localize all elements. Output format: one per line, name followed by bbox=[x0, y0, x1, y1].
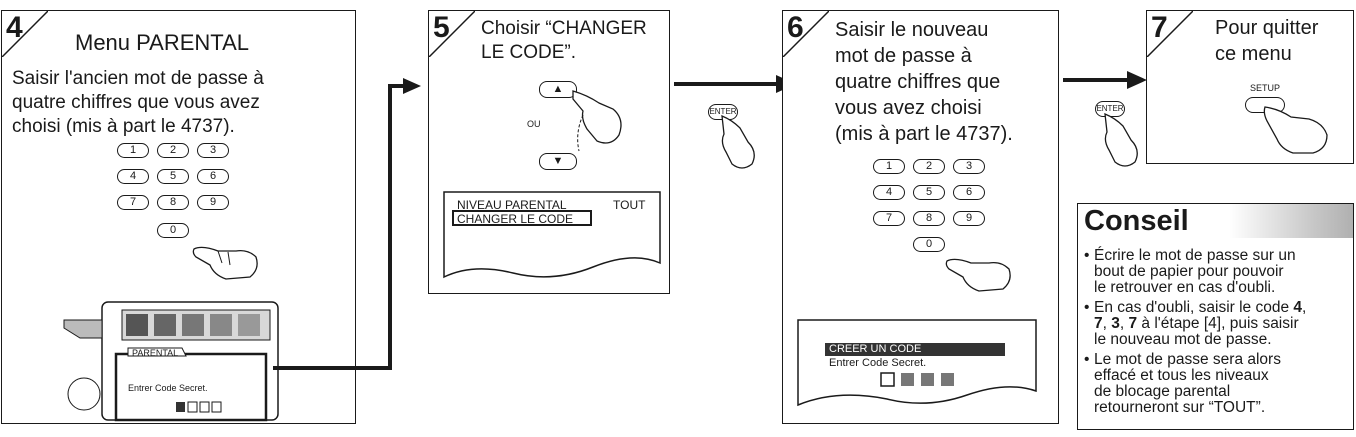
key-9[interactable]: 9 bbox=[197, 195, 229, 210]
conseil-title: Conseil bbox=[1084, 205, 1189, 237]
conseil-tip-3-line-4: retourneront sur “TOUT”. bbox=[1094, 399, 1266, 416]
up-arrow-key[interactable]: ▲ bbox=[539, 81, 577, 98]
step-6-text: Saisir le nouveau mot de passe à quatre … bbox=[835, 17, 1013, 147]
step-4-title: Menu PARENTAL bbox=[75, 30, 250, 55]
step-5-line-1: Choisir “CHANGER bbox=[481, 18, 647, 39]
step-4-screen-prompt: Entrer Code Secret. bbox=[128, 383, 208, 393]
step-5-line-2: LE CODE”. bbox=[481, 42, 577, 63]
conseil-header: Conseil bbox=[1078, 204, 1353, 238]
step-5-corner bbox=[429, 11, 475, 57]
conseil-tip-2-line-3: le nouveau mot de passe. bbox=[1094, 331, 1272, 348]
conseil-tip-3-line-2: effacé et tous les niveaux bbox=[1094, 367, 1269, 384]
step-6-line-1: Saisir le nouveau bbox=[835, 19, 989, 41]
key-1[interactable]: 1 bbox=[873, 159, 905, 174]
key-6[interactable]: 6 bbox=[197, 169, 229, 184]
step-5-number: 5 bbox=[433, 11, 450, 44]
step-5-row1-label: NIVEAU PARENTAL bbox=[457, 198, 567, 212]
step-4-number: 4 bbox=[6, 11, 23, 44]
conseil-tip-2-line-1: En cas d'oubli, saisir le code 4, bbox=[1094, 299, 1307, 316]
key-3[interactable]: 3 bbox=[197, 143, 229, 158]
step-7-corner bbox=[1147, 11, 1193, 57]
step-4-line-2: quatre chiffres que vous avez bbox=[12, 92, 260, 113]
setup-key-label: SETUP bbox=[1250, 83, 1281, 93]
step-7-number: 7 bbox=[1151, 11, 1168, 44]
step-4-line-3: choisi (mis à part le 4737). bbox=[12, 116, 235, 137]
pointing-hand-icon bbox=[192, 246, 258, 280]
step-6-line-2: mot de passe à bbox=[835, 45, 972, 67]
pointing-hand-icon bbox=[721, 114, 755, 169]
key-8[interactable]: 8 bbox=[913, 211, 945, 226]
conseil-tip-1-line-1: Écrire le mot de passe sur un bbox=[1094, 247, 1296, 264]
pointing-hand-icon bbox=[945, 258, 1011, 292]
connector-4-to-5-arrow bbox=[273, 78, 421, 370]
key-1[interactable]: 1 bbox=[117, 143, 149, 158]
conseil-tip-2: • En cas d'oubli, saisir le code 4, 7, 3… bbox=[1084, 300, 1350, 348]
conseil-tip-3: • Le mot de passe sera alors effacé et t… bbox=[1084, 352, 1350, 416]
conseil-tip-1-line-3: le retrouver en cas d'oubli. bbox=[1094, 279, 1276, 296]
step-7-panel: 7 Pour quitter ce menu SETUP bbox=[1146, 10, 1354, 164]
step-7-line-1: Pour quitter bbox=[1215, 17, 1319, 39]
step-4-line-1: Saisir l'ancien mot de passe à bbox=[12, 68, 264, 89]
conseil-tip-1: • Écrire le mot de passe sur un bout de … bbox=[1084, 248, 1350, 296]
step-6-line-3: quatre chiffres que bbox=[835, 71, 1001, 93]
down-arrow-key[interactable]: ▼ bbox=[539, 153, 577, 170]
step-5-text: Choisir “CHANGER LE CODE”. bbox=[481, 17, 647, 65]
step-7-line-2: ce menu bbox=[1215, 43, 1292, 65]
key-0[interactable]: 0 bbox=[157, 223, 189, 238]
conseil-tips: • Écrire le mot de passe sur un bout de … bbox=[1084, 248, 1350, 420]
pointing-hand-icon bbox=[1263, 106, 1328, 154]
pointing-hand-icon bbox=[572, 90, 622, 152]
key-0[interactable]: 0 bbox=[913, 237, 945, 252]
conseil-tip-3-line-3: de blocage parental bbox=[1094, 383, 1231, 400]
step-5-row2-selected[interactable]: CHANGER LE CODE bbox=[457, 212, 574, 226]
connector-6-to-7-arrow bbox=[1063, 71, 1147, 89]
step-6-screen-header: CREER UN CODE bbox=[829, 343, 922, 355]
step-6-panel: 6 Saisir le nouveau mot de passe à quatr… bbox=[782, 10, 1059, 424]
key-8[interactable]: 8 bbox=[157, 195, 189, 210]
step-4-text: Saisir l'ancien mot de passe à quatre ch… bbox=[12, 67, 264, 139]
step-6-number: 6 bbox=[787, 11, 804, 44]
key-2[interactable]: 2 bbox=[157, 143, 189, 158]
key-3[interactable]: 3 bbox=[953, 159, 985, 174]
step-6-line-4: vous avez choisi bbox=[835, 97, 982, 119]
step-4-panel: 4 Menu PARENTAL Saisir l'ancien mot de p… bbox=[1, 10, 356, 424]
step-6-screen bbox=[797, 319, 1037, 407]
conseil-tip-2-line-2: 7, 3, 7 à l'étape [4], puis saisir bbox=[1094, 315, 1299, 332]
key-2[interactable]: 2 bbox=[913, 159, 945, 174]
step-5-row1-value: TOUT bbox=[613, 198, 646, 212]
pointing-hand-icon bbox=[1104, 112, 1138, 167]
step-4-tab-label: PARENTAL bbox=[132, 348, 179, 358]
conseil-tip-3-line-1: Le mot de passe sera alors bbox=[1094, 351, 1281, 368]
key-5[interactable]: 5 bbox=[157, 169, 189, 184]
tv-menu-illustration bbox=[63, 301, 279, 422]
key-4[interactable]: 4 bbox=[873, 185, 905, 200]
key-7[interactable]: 7 bbox=[117, 195, 149, 210]
or-label: OU bbox=[527, 119, 541, 129]
step-5-panel: 5 Choisir “CHANGER LE CODE”. ▲ OU ▼ NIVE… bbox=[428, 10, 670, 294]
key-7[interactable]: 7 bbox=[873, 211, 905, 226]
conseil-tip-1-line-2: bout de papier pour pouvoir bbox=[1094, 263, 1284, 280]
key-4[interactable]: 4 bbox=[117, 169, 149, 184]
step-4-corner bbox=[2, 11, 48, 57]
key-6[interactable]: 6 bbox=[953, 185, 985, 200]
step-6-line-5: (mis à part le 4737). bbox=[835, 123, 1013, 145]
step-6-screen-prompt: Entrer Code Secret. bbox=[829, 357, 927, 369]
step-5-screen bbox=[443, 191, 661, 279]
key-9[interactable]: 9 bbox=[953, 211, 985, 226]
step-7-text: Pour quitter ce menu bbox=[1215, 15, 1318, 67]
key-5[interactable]: 5 bbox=[913, 185, 945, 200]
conseil-box: Conseil • Écrire le mot de passe sur un … bbox=[1077, 203, 1354, 430]
step-6-corner bbox=[783, 11, 829, 57]
